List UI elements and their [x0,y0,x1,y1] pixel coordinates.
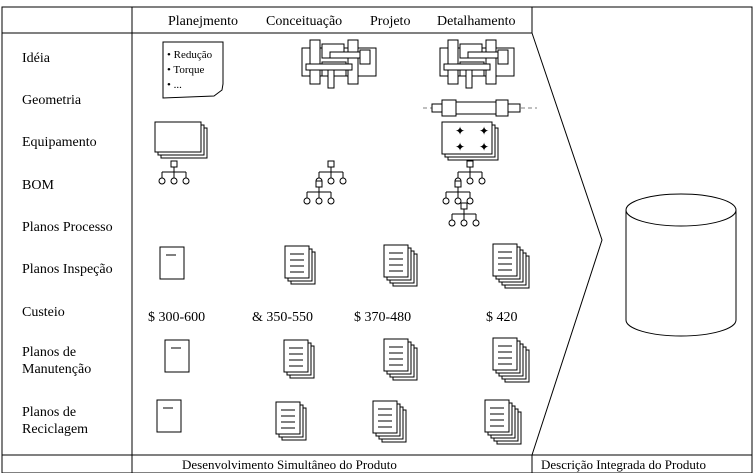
row-planos-reciclagem-2: Reciclagem [22,422,88,437]
equipment-stock-block [154,121,208,159]
machine-detail-drawing [439,39,515,89]
phase-planejamento: Planejmento [168,14,238,29]
phase-conceituacao: Conceituação [266,14,342,29]
idea-note: • Redução • Torque • ... [162,41,224,99]
recycling-docs-conceituacao [275,401,307,441]
phase-projeto: Projeto [370,14,410,29]
svg-text:✦: ✦ [479,140,489,154]
cost-detalhamento: $ 420 [486,310,518,325]
footer-left: Desenvolvimento Simultâneo do Produto [182,457,397,472]
phase-detalhamento: Detalhamento [437,14,516,29]
row-bom: BOM [22,178,54,193]
shaft-geometry [423,99,537,117]
maintenance-docs-conceituacao [283,339,315,379]
cost-projeto: $ 370-480 [354,310,411,325]
machine-concept-drawing [301,39,377,89]
idea-note-line-2: • Torque [167,64,205,76]
cost-conceituacao: & 350-550 [252,310,313,325]
recycling-docs-detalhamento [484,399,522,445]
equipment-fixture-block: ✦ ✦ ✦ ✦ [441,121,499,161]
bom-tree-detalhamento [442,160,486,227]
maintenance-docs-detalhamento [492,337,530,383]
row-planos-reciclagem-1: Planos de [22,405,76,420]
chevron-arrow [531,32,603,456]
row-geometria: Geometria [22,93,82,108]
svg-text:✦: ✦ [455,124,465,138]
idea-note-line-1: • Redução [167,49,213,61]
idea-note-line-3: • ... [167,79,182,91]
inspection-doc-planejamento [159,246,185,280]
row-planos-inspecao: Planos Inspeção [22,262,113,277]
row-planos-manutencao-2: Manutenção [22,362,91,377]
bom-tree-conceituacao [303,160,347,205]
row-planos-manutencao-1: Planos de [22,345,76,360]
inspection-docs-detalhamento [492,243,530,289]
svg-text:✦: ✦ [455,140,465,154]
footer-right: Descrição Integrada do Produto [541,457,706,472]
row-planos-processo: Planos Processo [22,220,113,235]
maintenance-docs-projeto [383,338,418,381]
bom-tree-planejamento [158,160,190,185]
table-frame [1,6,753,473]
row-ideia: Idéia [22,51,51,66]
inspection-docs-projeto [383,244,418,287]
database-cylinder-icon [625,193,737,337]
cost-planejamento: $ 300-600 [148,310,205,325]
inspection-docs-conceituacao [284,245,316,285]
maintenance-doc-planejamento [164,339,190,373]
recycling-docs-projeto [372,400,407,443]
svg-text:✦: ✦ [479,124,489,138]
recycling-doc-planejamento [156,399,182,433]
row-equipamento: Equipamento [22,135,97,150]
row-custeio: Custeio [22,305,65,320]
